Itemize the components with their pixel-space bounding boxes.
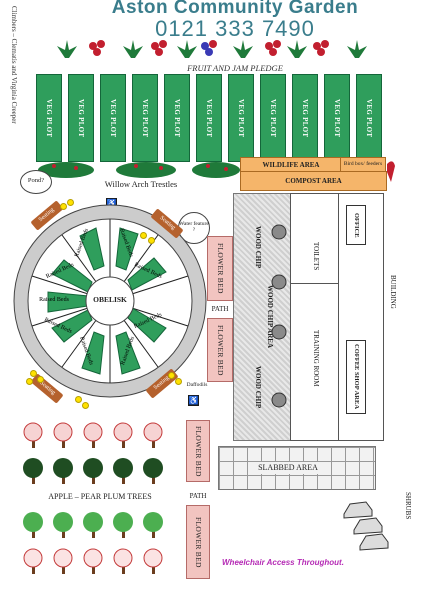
berries-icon: [89, 40, 329, 56]
daffodil-dot: [175, 378, 182, 385]
flower-bed: FLOWER BED: [207, 318, 233, 382]
daffodil-dot: [26, 378, 33, 385]
water-feature-label: Water feature ?: [179, 221, 209, 233]
daffodil-dot: [67, 199, 74, 206]
wheelchair-access-note: Wheelchair Access Throughout.: [222, 558, 344, 567]
wheelchair-icon: ♿: [106, 198, 117, 209]
orchard-trees: [23, 422, 163, 574]
bird-box-label: Bird box/ feeders: [343, 161, 383, 167]
daffodil-dot: [82, 402, 89, 409]
car-parking: [343, 501, 389, 551]
plant-icon: [57, 40, 367, 58]
training-room: [290, 283, 340, 441]
path-label: PATH: [211, 305, 229, 313]
slabbed-area-label: SLABBED AREA: [248, 462, 328, 474]
office-room: OFFICE: [346, 205, 366, 245]
raised-beds-circle: [13, 204, 207, 398]
veg-plot: VEG PLOT: [164, 74, 190, 162]
coffee-shop-label: COFFEE SHOP AREA: [353, 344, 360, 410]
daffodil-dot: [140, 232, 147, 239]
green-tree-row: [23, 512, 163, 538]
top-plant-row: [57, 40, 367, 58]
wildlife-area-label: WILDLIFE AREA: [262, 161, 320, 169]
veg-plot: VEG PLOT: [100, 74, 126, 162]
veg-plot: VEG PLOT: [356, 74, 382, 162]
flower-bed: FLOWER BED: [186, 505, 210, 579]
veg-plot: VEG PLOT: [292, 74, 318, 162]
daffodil-dot: [37, 376, 44, 383]
shrubs-label: SHRUBS: [404, 492, 412, 520]
trees-label: APPLE – PEAR PLUM TREES: [48, 492, 152, 501]
daffodil-dot: [148, 237, 155, 244]
blossom-tree-row: [23, 422, 163, 448]
map-title: Aston Community Garden: [111, 0, 359, 18]
pond: Pond?: [20, 170, 52, 194]
willow-arch-label: Willow Arch Trestles: [104, 179, 178, 189]
bird-icon: [387, 161, 395, 182]
wood-chip-label: WOOD CHIP: [254, 225, 262, 269]
office-label: OFFICE: [353, 212, 360, 238]
veg-plot: VEG PLOT: [196, 74, 222, 162]
flower-bed: FLOWER BED: [186, 420, 210, 482]
building-label: BUILDING: [389, 275, 397, 309]
bare-blossom-row: [23, 548, 163, 574]
veg-plot: VEG PLOT: [36, 74, 62, 162]
daffodils-label: Daffodils: [186, 382, 208, 388]
phone-number: 0121 333 7490: [155, 16, 315, 41]
toilets-label: TOILETS: [312, 241, 320, 271]
veg-plot: VEG PLOT: [132, 74, 158, 162]
shrub-column: [271, 224, 287, 408]
raised-bed-label: Raised Beds: [39, 297, 69, 303]
veg-plot: VEG PLOT: [324, 74, 350, 162]
compost-area-label: COMPOST AREA: [285, 177, 342, 185]
daffodil-dot: [60, 203, 67, 210]
veg-plot: VEG PLOT: [260, 74, 286, 162]
pond-label: Pond?: [27, 177, 45, 184]
daffodil-dot: [30, 370, 37, 377]
daffodil-dot: [75, 396, 82, 403]
obelisk-label: OBELISK: [93, 295, 127, 304]
path-label: PATH: [189, 492, 207, 500]
wood-chip-area-label: WOOD CHIP AREA: [266, 285, 274, 349]
compost-area: COMPOST AREA: [240, 171, 387, 191]
willow-arch-hedges: [38, 162, 240, 178]
daffodil-dot: [168, 372, 175, 379]
training-room-label: TRAINING ROOM: [312, 329, 320, 387]
dark-tree-row: [23, 458, 163, 484]
wheelchair-icon: ♿: [188, 395, 199, 406]
car-icon: [343, 501, 389, 551]
climbers-note: Climbers – Clematis and Virginia Creeper: [10, 6, 18, 124]
flower-bed: FLOWER BED: [207, 236, 233, 301]
veg-plot: VEG PLOT: [228, 74, 254, 162]
fruit-pledge-label: FRUIT AND JAM PLEDGE: [187, 63, 283, 73]
toilets-room: [290, 193, 340, 285]
coffee-shop-room: COFFEE SHOP AREA: [346, 340, 366, 414]
wood-chip-label: WOOD CHIP: [254, 365, 262, 409]
veg-plot: VEG PLOT: [68, 74, 94, 162]
